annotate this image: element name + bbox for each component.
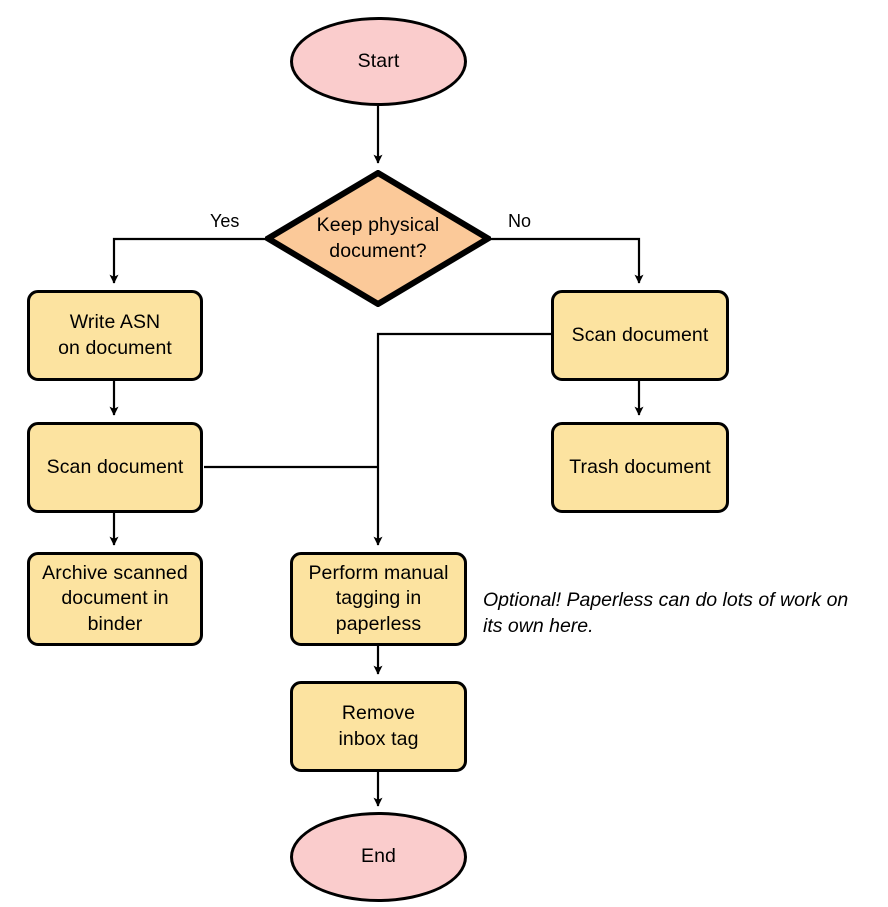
node-start-label: Start: [357, 49, 400, 72]
annotation-optional-note-line2: its own here.: [483, 614, 594, 637]
node-scan-document-right[interactable]: Scan document: [551, 290, 729, 381]
edge-label-no: No: [508, 211, 532, 231]
node-decision-label-line2: document?: [329, 239, 427, 262]
node-scan-document-right-label: Scan document: [571, 323, 709, 346]
node-decision-label-line1: Keep physical: [316, 214, 440, 237]
node-archive-scanned-label-line1: Archive scanned: [42, 561, 188, 584]
node-perform-manual-tagging[interactable]: Perform manual tagging in paperless: [290, 552, 467, 646]
node-archive-scanned-label: Archive scanned document in binder: [42, 561, 188, 637]
node-remove-inbox-tag-label: Remove inbox tag: [338, 701, 418, 752]
edge-decision-no-to-scan-right: [490, 237, 644, 284]
node-archive-scanned-label-line3: binder: [87, 612, 143, 635]
node-trash-document-label: Trash document: [569, 455, 711, 478]
node-archive-scanned-label-line2: document in: [61, 587, 169, 610]
node-remove-inbox-tag[interactable]: Remove inbox tag: [290, 681, 467, 772]
annotation-optional-note-line1: Optional! Paperless can do lots of work …: [483, 589, 849, 611]
diamond-shape: [265, 170, 491, 307]
node-write-asn-on-document[interactable]: Write ASN on document: [27, 290, 203, 381]
node-trash-document[interactable]: Trash document: [551, 422, 729, 513]
node-perform-manual-tagging-label: Perform manual tagging in paperless: [308, 561, 448, 637]
edge-decision-yes-to-write-asn: [109, 237, 266, 284]
node-decision-label: Keep physical document?: [265, 213, 491, 264]
node-write-asn-label-line2: on document: [58, 336, 172, 359]
edge-label-yes: Yes: [210, 211, 240, 231]
node-end[interactable]: End: [290, 812, 467, 902]
node-perform-manual-tagging-label-line3: paperless: [335, 612, 422, 635]
node-remove-inbox-tag-label-line1: Remove: [341, 702, 416, 725]
node-perform-manual-tagging-label-line2: tagging in: [335, 587, 422, 610]
node-archive-scanned-document[interactable]: Archive scanned document in binder: [27, 552, 203, 646]
node-perform-manual-tagging-label-line1: Perform manual: [308, 561, 449, 584]
node-write-asn-label: Write ASN on document: [58, 310, 172, 361]
node-scan-document-left-label: Scan document: [46, 455, 184, 478]
annotation-optional-note: Optional! Paperless can do lots of work …: [483, 588, 883, 639]
node-scan-document-left[interactable]: Scan document: [27, 422, 203, 513]
node-remove-inbox-tag-label-line2: inbox tag: [338, 727, 419, 750]
node-start[interactable]: Start: [290, 17, 467, 106]
node-decision-keep-physical-document[interactable]: Keep physical document?: [265, 170, 491, 307]
edge-scan-right-to-manual-tagging: [373, 332, 551, 546]
node-end-label: End: [361, 845, 396, 868]
node-write-asn-label-line1: Write ASN: [69, 311, 161, 334]
